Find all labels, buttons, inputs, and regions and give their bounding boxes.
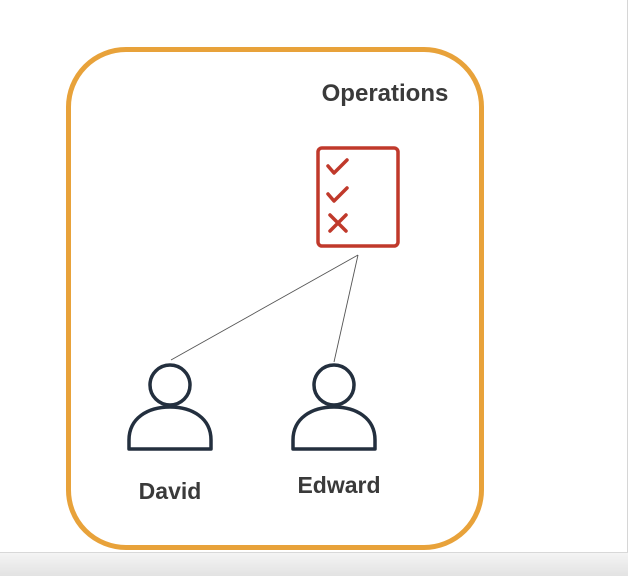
user-label-david: David bbox=[138, 478, 202, 504]
checklist-icon bbox=[316, 146, 400, 248]
group-label: Operations bbox=[321, 80, 449, 107]
connector-edward bbox=[333, 254, 359, 363]
user-icon bbox=[291, 363, 377, 451]
operations-group-box bbox=[66, 47, 484, 550]
connector-david bbox=[170, 254, 359, 361]
bottom-bar bbox=[0, 552, 628, 576]
user-label-edward: Edward bbox=[297, 472, 381, 498]
user-icon bbox=[127, 363, 213, 451]
